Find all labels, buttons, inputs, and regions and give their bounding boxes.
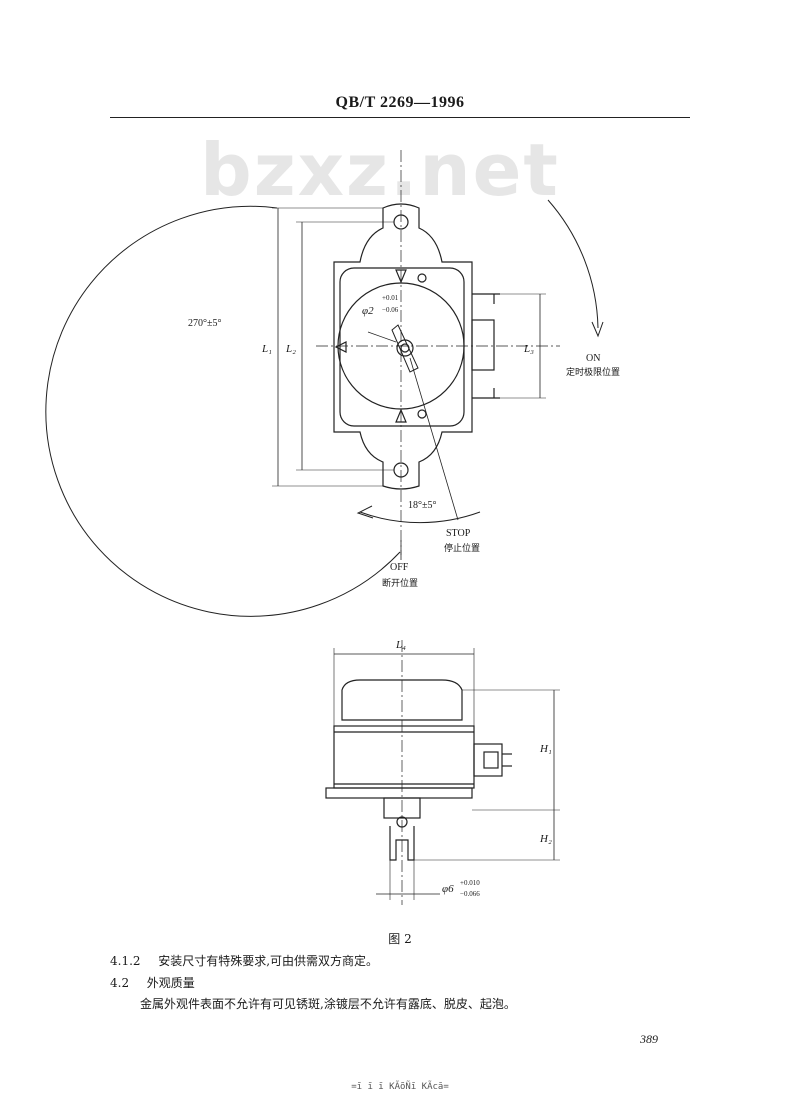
label-on: ON xyxy=(586,353,600,364)
clause-4-1-2-text: 安装尺寸有特殊要求,可由供需双方商定。 xyxy=(158,954,379,968)
label-phi6-lower: −0.066 xyxy=(460,890,480,898)
stop-leader xyxy=(409,357,459,521)
label-phi2-upper: +0.01 xyxy=(382,294,399,302)
stop-arc xyxy=(359,511,481,524)
label-stop: STOP xyxy=(446,528,471,539)
label-phi2-lower: −0.06 xyxy=(382,306,399,314)
label-off: OFF xyxy=(390,562,409,573)
small-screw-bottom xyxy=(417,409,427,419)
clause-4-2-title: 外观质量 xyxy=(146,976,195,990)
side-shaft-housing xyxy=(383,797,421,819)
knob-slot xyxy=(391,324,419,373)
side-bracket xyxy=(325,787,473,799)
footer-artifact: =ī ī ī KÃõÑī KÃcā= xyxy=(351,1082,449,1092)
clause-4-2-text: 金属外观件表面不允许有可见锈斑,涂镀层不允许有露底、脱皮、起泡。 xyxy=(140,997,516,1011)
small-screw-top xyxy=(417,273,427,283)
rotation-arc xyxy=(45,205,401,617)
label-stop-desc: 停止位置 xyxy=(444,542,480,553)
pointer-bottom-marker xyxy=(395,408,407,423)
label-phi2: φ2 xyxy=(362,305,374,317)
side-housing xyxy=(333,725,475,789)
label-L3: L₃ xyxy=(523,343,534,355)
phi2-leader xyxy=(367,331,397,343)
label-stop-angle: 18°±5° xyxy=(408,500,437,511)
pointer-left-marker xyxy=(334,341,347,353)
label-L1: L₁ xyxy=(261,343,272,355)
timer-body-outline xyxy=(333,203,473,490)
page-header: QB/T 2269—1996 xyxy=(335,94,465,111)
label-angle-range: 270°±5° xyxy=(188,318,222,329)
side-terminal xyxy=(473,743,503,777)
header-rule xyxy=(110,117,690,118)
clause-4-2: 4.2 外观质量 xyxy=(110,974,195,991)
on-arc xyxy=(547,199,599,329)
label-on-desc: 定时极限位置 xyxy=(566,366,620,377)
label-off-desc: 断开位置 xyxy=(382,577,418,588)
figure-2-drawing: 270°±5° L₁ L₂ L₃ φ2 +0.01 −0.06 ON 定时极限位… xyxy=(45,150,620,905)
side-knob-cap xyxy=(341,679,463,721)
label-L4: L₄ xyxy=(395,639,406,651)
figure-caption: 图 2 xyxy=(388,932,412,946)
label-phi6-upper: +0.010 xyxy=(460,879,480,887)
label-H2: H₂ xyxy=(539,833,552,845)
terminal-block xyxy=(471,319,495,371)
on-arrow xyxy=(591,321,604,338)
clause-4-1-2: 4.1.2 安装尺寸有特殊要求,可由供需双方商定。 xyxy=(110,952,378,969)
label-L2: L₂ xyxy=(285,343,296,355)
stop-arrow xyxy=(356,505,374,519)
label-H1: H₁ xyxy=(539,743,552,755)
clause-4-2-number: 4.2 xyxy=(110,976,130,990)
page-number: 389 xyxy=(640,1032,658,1046)
clause-4-1-2-number: 4.1.2 xyxy=(110,954,141,968)
pointer-top-marker xyxy=(395,269,407,284)
body-inner-frame xyxy=(339,267,465,427)
watermark: bzxz.net xyxy=(200,128,560,212)
label-phi6: φ6 xyxy=(442,883,454,895)
